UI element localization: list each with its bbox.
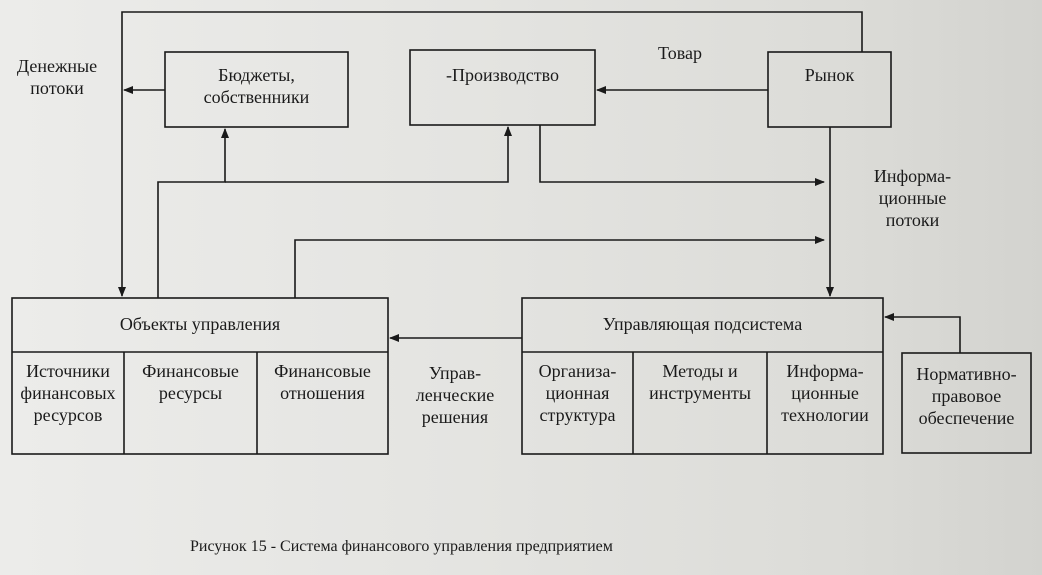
cash-flows-label: Денежные потоки (16, 56, 98, 98)
resources-label: Финансовые ресурсы (142, 361, 239, 403)
sources-label: Источники финансовых ресурсов (20, 361, 116, 425)
objects-label: Объекты управления (119, 314, 281, 334)
production-label: -Производство (446, 65, 559, 85)
figure-caption: Рисунок 15 - Система финансового управле… (190, 538, 613, 555)
legal-box (901, 352, 1032, 454)
market-label: Рынок (804, 65, 855, 85)
legal-label: Нормативно- правовое обеспечение (916, 364, 1017, 428)
mgmt-decisions-label: Управ- ленческие решения (415, 363, 495, 427)
objects-to-budgets-arrow (157, 128, 229, 298)
relations-label: Финансовые отношения (274, 361, 371, 403)
goods-label: Товар (658, 43, 702, 63)
production-box (409, 49, 596, 126)
subsystem-label: Управляющая подсистема (602, 314, 803, 334)
info-flows-label: Информа- ционные потоки (873, 166, 952, 230)
org-label: Организа- ционная структура (538, 361, 617, 425)
budgets-label: Бюджеты, собственники (203, 65, 310, 107)
objects-info-arrow (294, 236, 825, 298)
legal-to-subsystem-arrow (884, 313, 961, 353)
cash-flow-loop (118, 11, 863, 297)
methods-label: Методы и инструменты (649, 361, 751, 403)
infotech-label: Информа- ционные технологии (781, 361, 869, 425)
objects-to-production-arrow (225, 126, 512, 183)
production-info-arrow (539, 125, 825, 186)
subsystem-box (521, 297, 884, 455)
objects-box (11, 297, 389, 455)
